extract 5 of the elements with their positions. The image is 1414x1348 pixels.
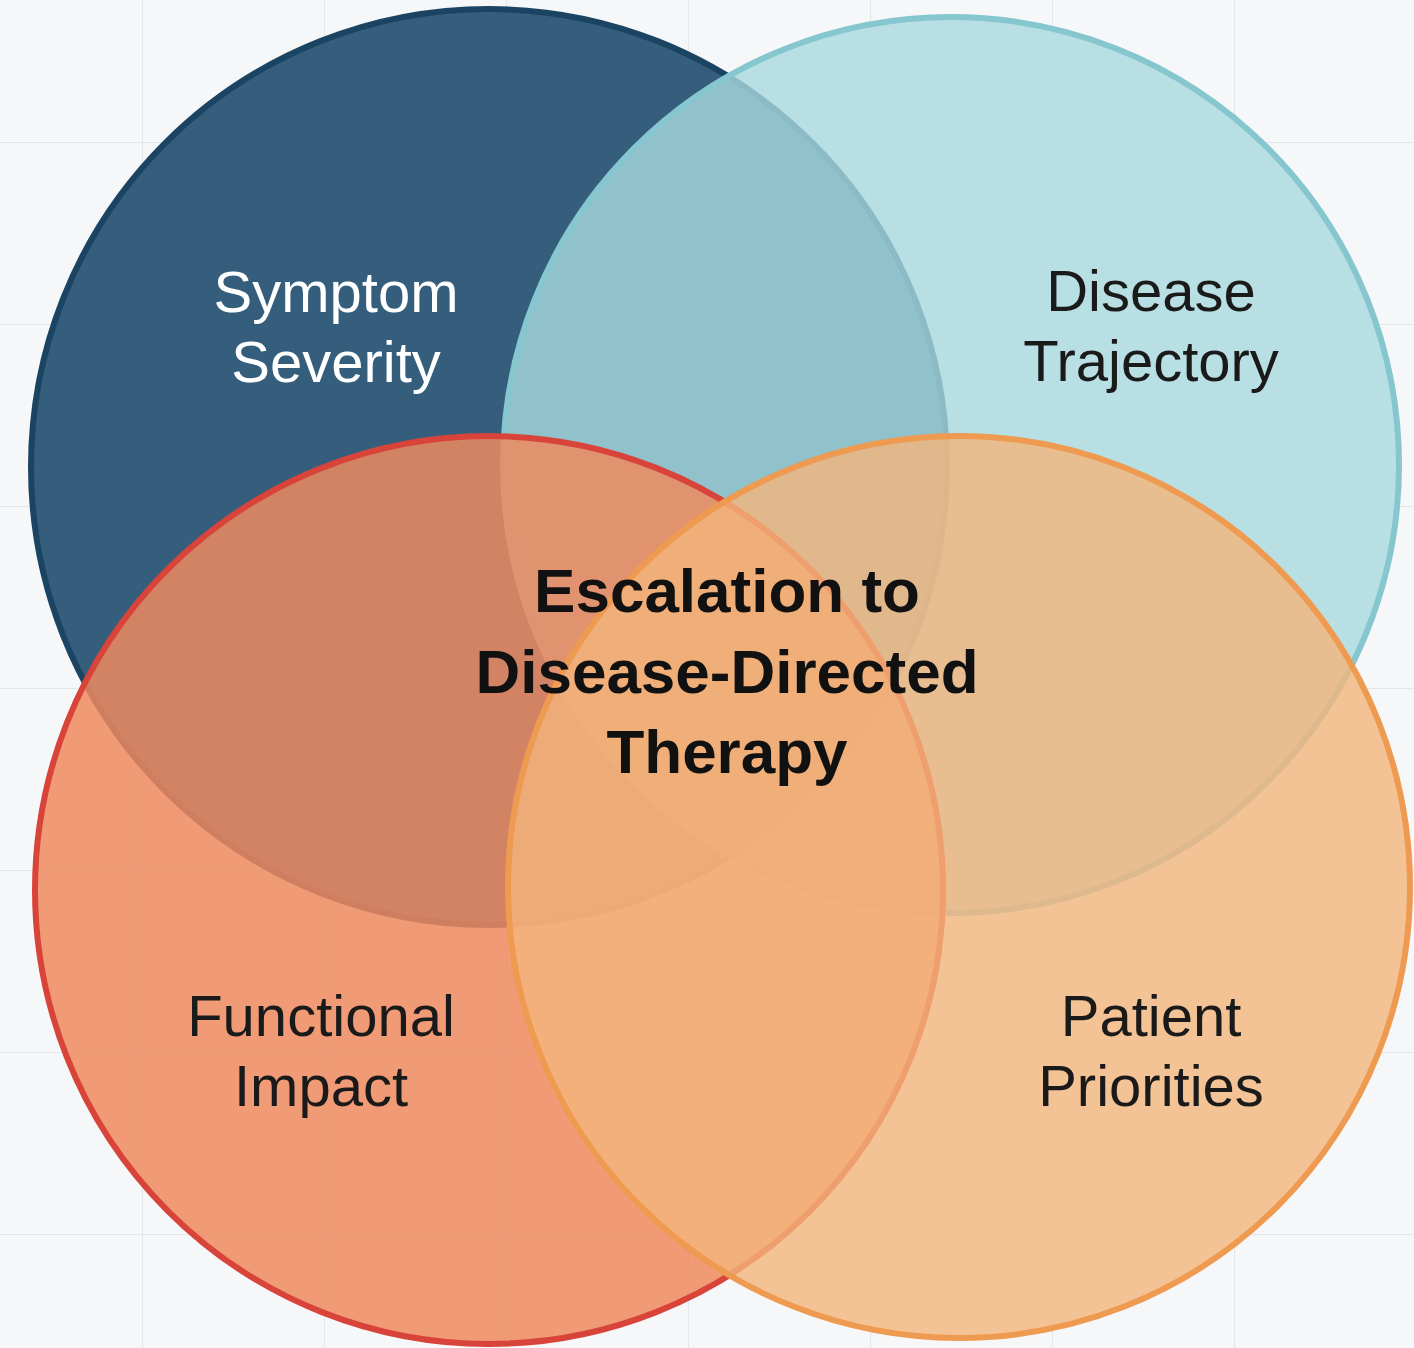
circle-label: Patient Priorities — [1037, 982, 1265, 1120]
circle-label: Disease Trajectory — [1022, 257, 1280, 395]
circle-label: Functional Impact — [186, 982, 456, 1120]
center-label: Escalation to Disease-Directed Therapy — [474, 555, 980, 789]
circle-label: Symptom Severity — [212, 258, 460, 396]
